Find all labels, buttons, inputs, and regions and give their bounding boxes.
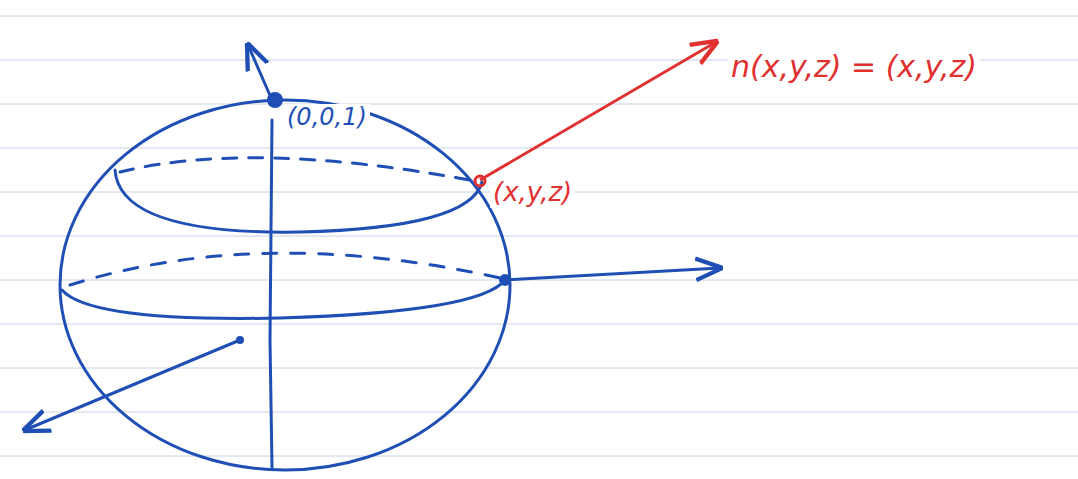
x-axis xyxy=(25,340,240,430)
equator-back xyxy=(70,253,500,285)
latitude-back xyxy=(120,158,470,180)
normal-formula: n(x,y,z) = (x,y,z) xyxy=(728,50,980,85)
point-label: (0,0,1) xyxy=(284,104,370,132)
point-label: (x,y,z) xyxy=(490,178,575,208)
surface-point xyxy=(475,176,485,186)
z-axis xyxy=(248,45,272,100)
north-pole-dot xyxy=(267,92,283,108)
y-axis xyxy=(505,268,720,280)
ruled-lines xyxy=(0,16,1078,456)
axis-dot xyxy=(499,274,511,286)
equator-front xyxy=(62,280,505,318)
sphere-outline xyxy=(60,100,510,470)
normal-vector xyxy=(480,42,716,180)
z-axis-inside xyxy=(270,120,272,468)
origin-dot xyxy=(236,336,244,344)
latitude-front xyxy=(115,170,482,232)
